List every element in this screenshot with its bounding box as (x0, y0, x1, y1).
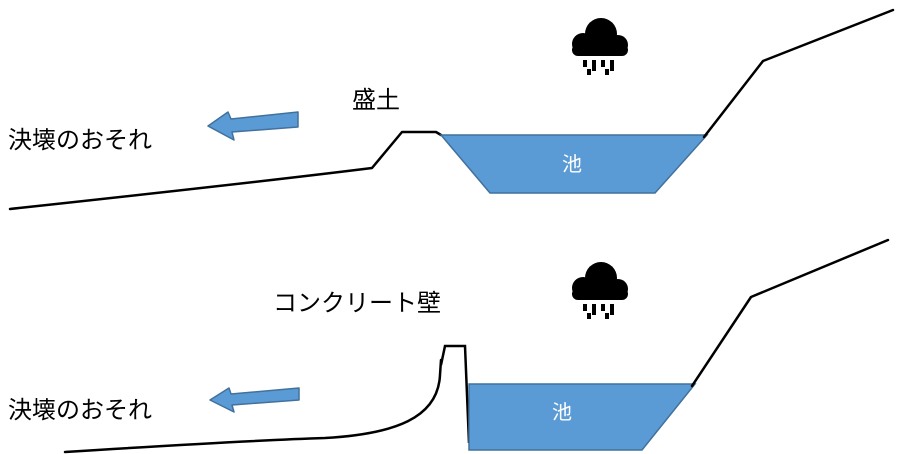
bottom-collapse-warning-label: 決壊のおそれ (8, 396, 152, 424)
embankment-label: 盛土 (352, 86, 400, 114)
concrete-wall (439, 344, 471, 444)
top-collapse-warning-label: 決壊のおそれ (8, 126, 152, 154)
bottom-ground-line (63, 358, 443, 454)
top-left-arrow-icon (207, 111, 299, 141)
bottom-slope-line (690, 238, 890, 388)
top-panel: 池 (8, 8, 895, 211)
top-slope-line (702, 8, 895, 139)
bottom-pond-label: 池 (552, 400, 572, 424)
bottom-rain-cloud-icon (572, 262, 628, 319)
bottom-left-arrow-icon (209, 387, 300, 413)
top-ground-line (8, 130, 443, 211)
concrete-wall-label: コンクリート壁 (273, 289, 441, 317)
top-pond-label: 池 (562, 152, 582, 176)
top-rain-cloud-icon (572, 18, 628, 75)
bottom-pond (468, 383, 697, 451)
top-pond (439, 134, 709, 194)
bottom-panel: 池 (63, 238, 890, 454)
